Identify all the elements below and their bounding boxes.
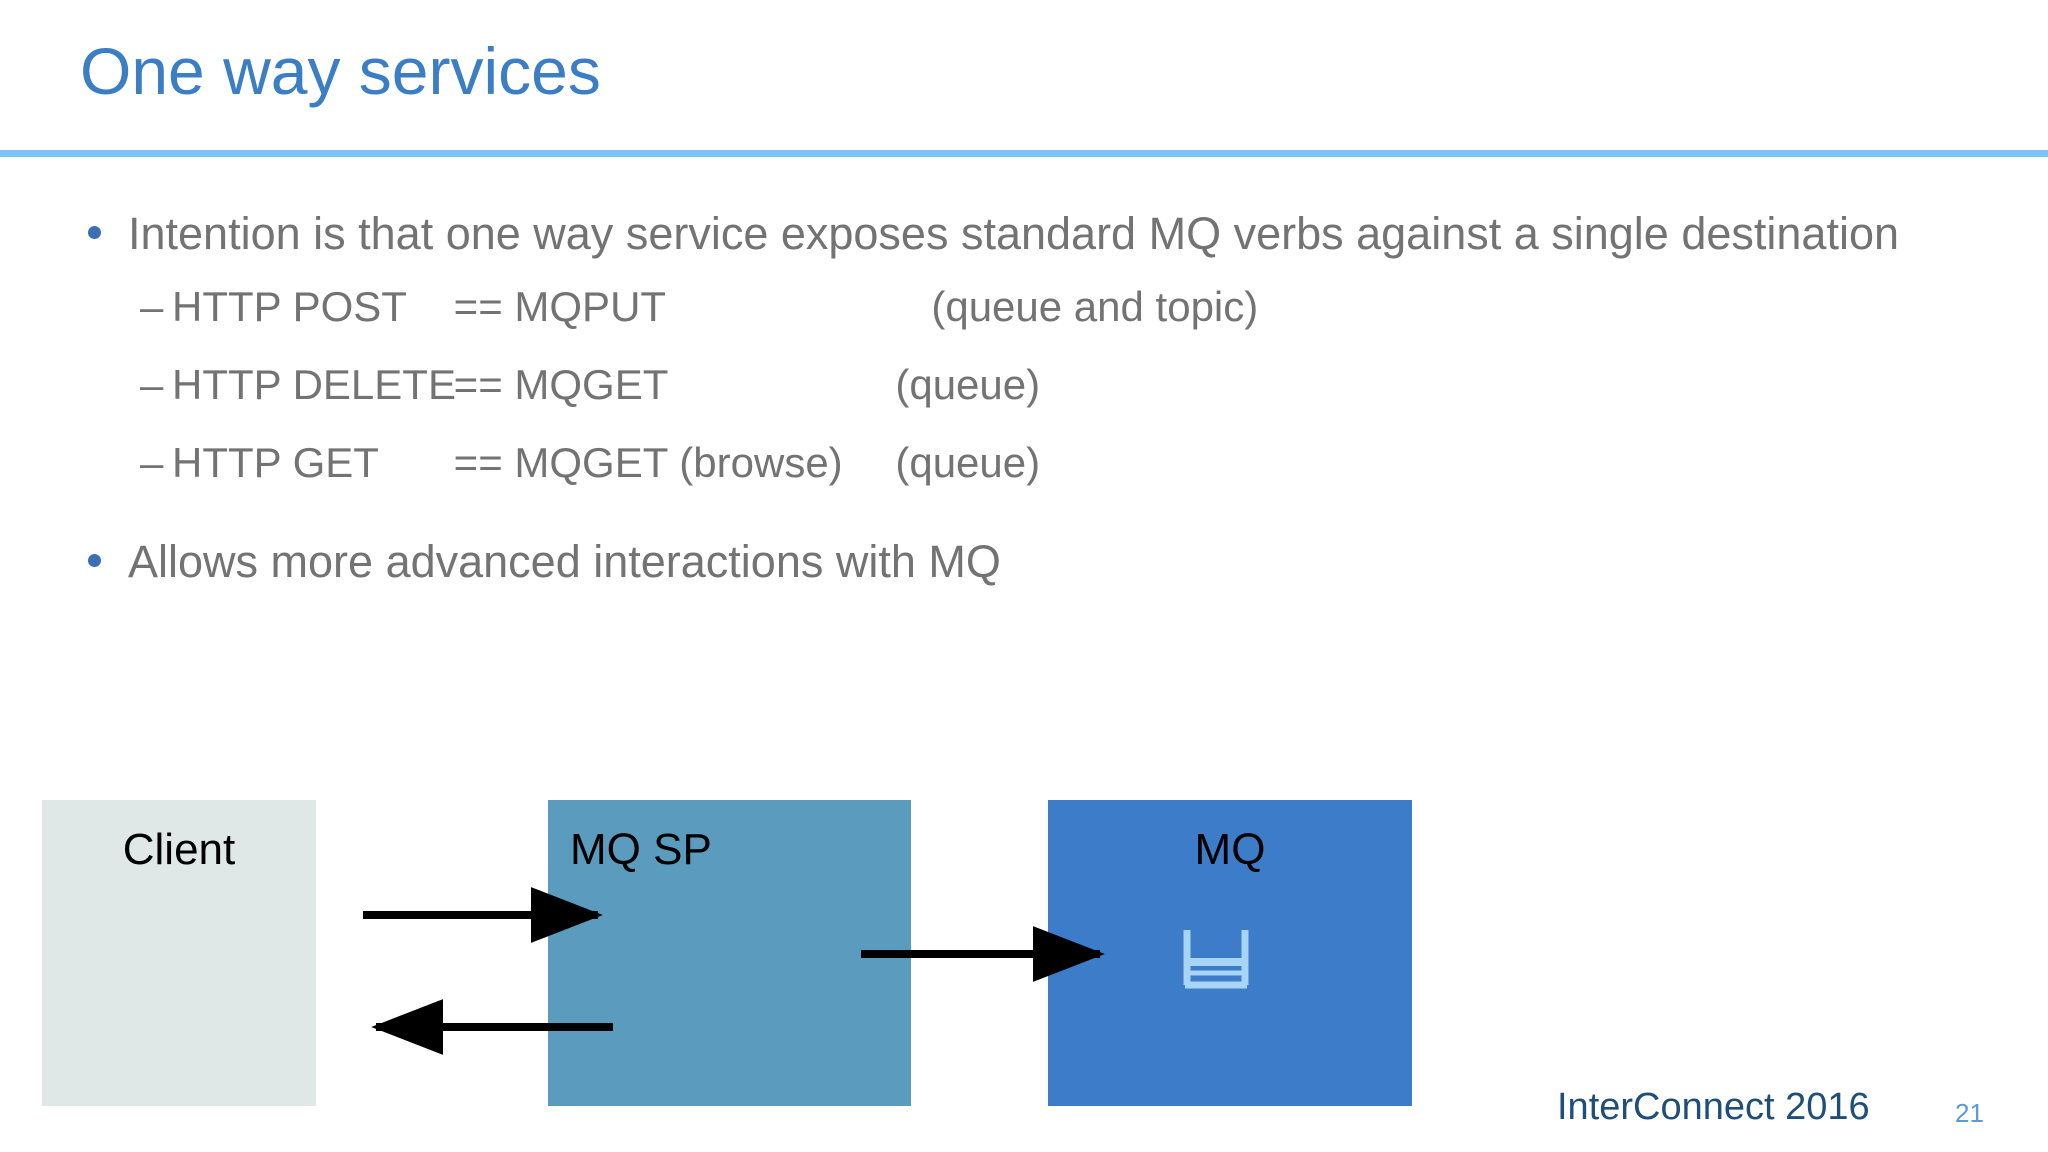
title-divider	[0, 150, 2048, 157]
sub-bullet-item: – HTTP GET == MQGET (browse) (queue)	[0, 424, 2048, 502]
sub-bullet-operator: == MQGET	[453, 361, 669, 408]
sub-bullet-note: (queue)	[895, 439, 1041, 486]
sub-bullet-note: (queue)	[895, 361, 1041, 408]
spacer	[0, 502, 2048, 528]
sub-bullet-operator: == MQPUT	[453, 283, 667, 330]
footer-brand: InterConnect 2016	[1557, 1086, 1870, 1128]
diagram-box-label: MQ	[1194, 825, 1266, 874]
bullet-item: Intention is that one way service expose…	[0, 200, 2008, 268]
bullet-dot-icon	[88, 554, 101, 567]
diagram-box-mq: MQ	[1048, 800, 1412, 1106]
sub-bullet-dash-icon: –	[140, 439, 164, 486]
diagram-box-label: MQ SP	[570, 825, 712, 874]
footer-page-number: 21	[1955, 1098, 1984, 1128]
diagram-box-mqsp: MQ SP	[548, 800, 911, 1106]
page-title: One way services	[80, 34, 601, 108]
sub-bullet-verb: HTTP GET	[172, 439, 379, 486]
diagram-box-client: Client	[42, 800, 316, 1106]
bullet-text: Intention is that one way service expose…	[128, 208, 1899, 259]
sub-bullet-dash-icon: –	[140, 283, 164, 330]
queue-icon	[1183, 930, 1249, 989]
bullet-item: Allows more advanced interactions with M…	[0, 528, 2008, 596]
slide-body: Intention is that one way service expose…	[0, 200, 2048, 596]
sub-bullet-operator: == MQGET (browse)	[453, 439, 843, 486]
sub-bullet-note: (queue and topic)	[931, 283, 1259, 330]
diagram-box-label: Client	[122, 825, 236, 874]
sub-bullet-verb: HTTP DELETE	[172, 361, 456, 408]
sub-bullet-item: – HTTP DELETE == MQGET (queue)	[0, 346, 2048, 424]
sub-bullet-item: – HTTP POST == MQPUT (queue and topic)	[0, 268, 2048, 346]
bullet-text: Allows more advanced interactions with M…	[128, 536, 1001, 587]
sub-bullet-dash-icon: –	[140, 361, 164, 408]
bullet-dot-icon	[88, 226, 101, 239]
sub-bullet-verb: HTTP POST	[172, 283, 407, 330]
